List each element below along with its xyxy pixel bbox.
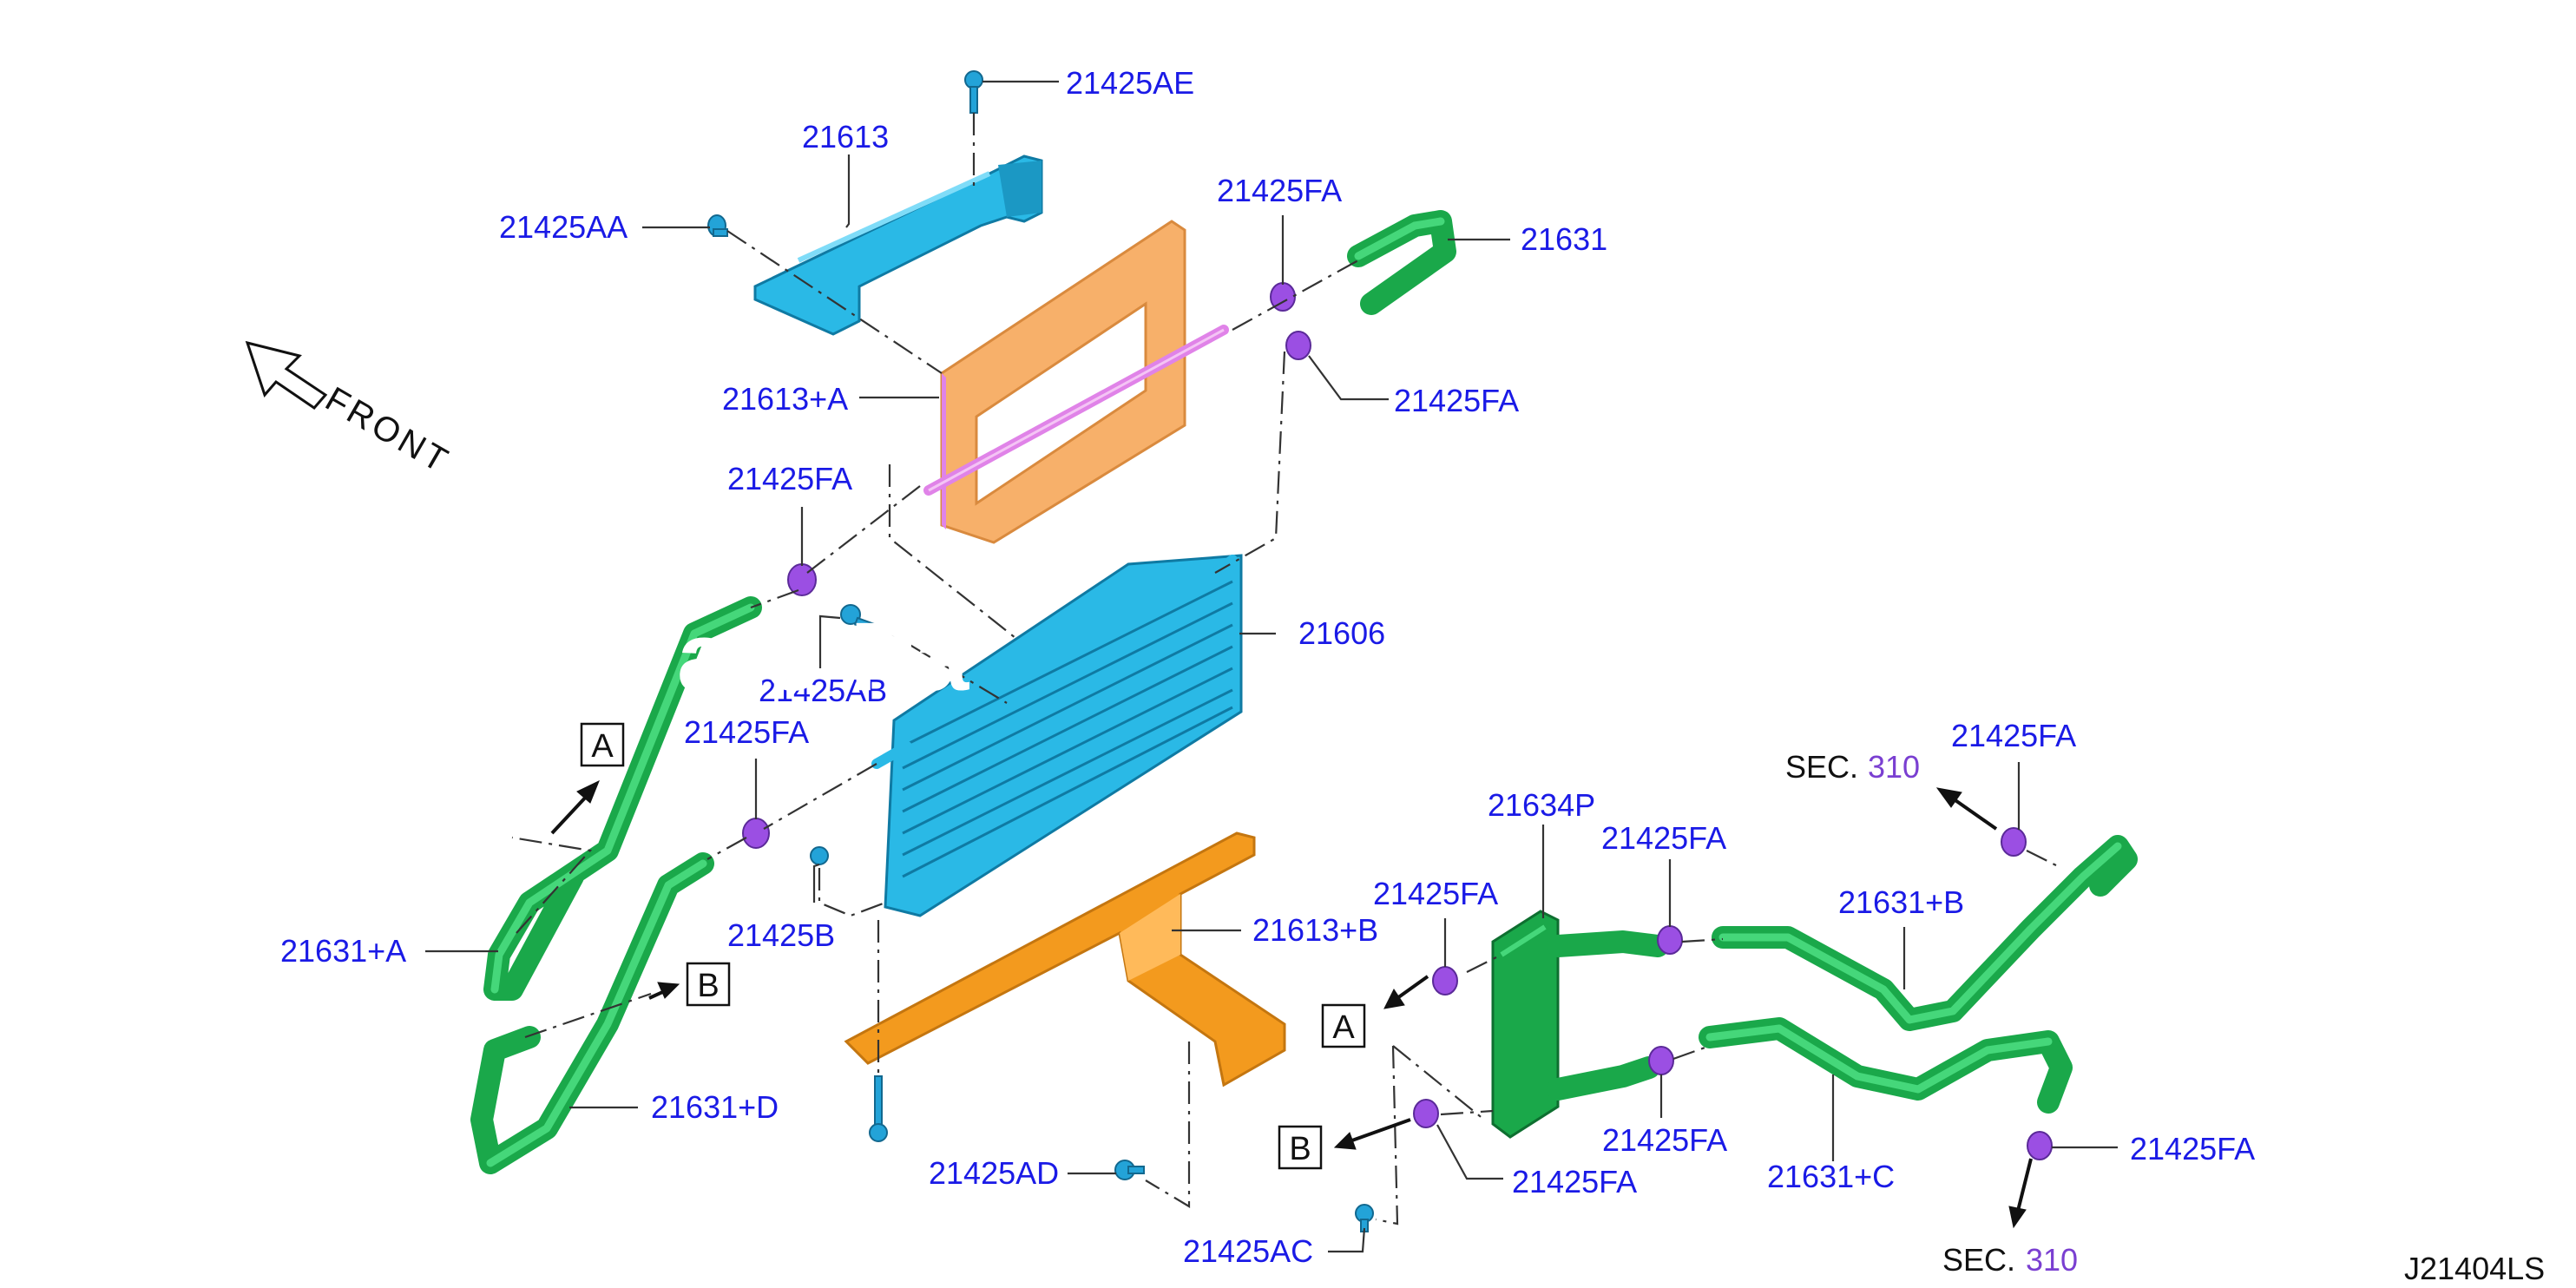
ref-box-B-left: B [686,962,731,1007]
watermark: ato Pa [677,602,969,711]
ref-box-A-left-letter: A [591,728,614,765]
clamp-icon-5 [1432,966,1458,996]
label-21425FA-r1[interactable]: 21425FA [1601,820,1726,856]
label-21631[interactable]: 21631 [1521,221,1607,257]
diagram-id: J21404LS [2404,1251,2545,1286]
label-21425FA-left2[interactable]: 21425FA [684,714,809,750]
clamp-icon-9 [2001,827,2027,857]
sec-number-1[interactable]: 310 [1868,749,1920,785]
label-21613B[interactable]: 21613+B [1252,912,1378,948]
front-label: FRONT [319,380,457,482]
label-21425AD[interactable]: 21425AD [929,1155,1059,1191]
label-21631B[interactable]: 21631+B [1838,884,1964,920]
ref-box-A-left: A [580,722,625,767]
ref-box-B-right-letter: B [1289,1131,1311,1167]
bolt-21425AD [1114,1160,1145,1180]
lower-bracket-21613B [844,831,1286,1088]
label-21425AA[interactable]: 21425AA [499,209,628,245]
label-21425B[interactable]: 21425B [727,917,835,953]
clamp-icon-7 [1648,1046,1674,1075]
label-21613[interactable]: 21613 [802,119,889,154]
bolt-21425AE [964,70,983,114]
label-21425AC[interactable]: 21425AC [1183,1233,1313,1269]
hose-21631C [1547,1017,2073,1114]
front-arrow-icon [245,340,328,410]
sec-ref-1[interactable]: SEC. 310 [1785,749,1920,785]
label-21425FA-top2[interactable]: 21425FA [1394,383,1519,418]
oil-cooler-21606 [871,554,1243,917]
hose-21631D [470,852,714,1174]
label-21634P[interactable]: 21634P [1488,787,1595,823]
bolt-21425AD-lower [869,1075,888,1142]
label-21631C[interactable]: 21631+C [1767,1159,1895,1194]
label-21425FA-r4[interactable]: 21425FA [1602,1122,1727,1158]
bolt-21425AC [1355,1204,1374,1232]
label-21425FA-top[interactable]: 21425FA [1217,173,1342,208]
label-21425FA-r5[interactable]: 21425FA [1512,1164,1637,1199]
clamp-icon-2 [1285,331,1311,360]
label-21606[interactable]: 21606 [1298,615,1385,651]
label-21425FA-r6[interactable]: 21425FA [2130,1131,2255,1166]
bolt-21425AB [840,604,877,633]
ref-box-B-left-letter: B [697,968,719,1004]
ref-box-A-right-letter: A [1332,1009,1355,1046]
upper-bracket-21613 [753,154,1043,336]
arrows [550,779,2033,1229]
label-21425AE[interactable]: 21425AE [1066,65,1194,101]
bolt-21425AA [707,214,728,237]
clamp-icon-8 [1413,1099,1439,1128]
sec-ref-2[interactable]: SEC. 310 [1942,1242,2078,1278]
sec-prefix-2: SEC. [1942,1242,2015,1278]
leader-lines [425,80,2118,1253]
clamp-icon-10 [2027,1131,2053,1160]
clamp-icon-4 [742,818,770,849]
ref-box-A-right: A [1321,1003,1366,1048]
part-labels: 21425AE 21613 21425AA 21425FA 21631 2142… [280,65,2255,1269]
label-21613A[interactable]: 21613+A [722,381,848,417]
label-21425AB[interactable]: 21425AB [759,673,887,708]
sec-number-2[interactable]: 310 [2026,1242,2078,1278]
sec-prefix-1: SEC. [1785,749,1858,785]
label-21631D[interactable]: 21631+D [651,1089,779,1125]
hose-21631A [483,596,762,1001]
label-21425FA-left1[interactable]: 21425FA [727,461,852,496]
hose-21631B [1547,835,2138,1031]
bracket-21634P [1491,910,1560,1139]
label-21425FA-r2[interactable]: 21425FA [1373,876,1498,911]
bolt-21425B [810,846,829,865]
label-21631A[interactable]: 21631+A [280,933,406,969]
hose-21631 [1347,210,1456,315]
assembly-lines [511,113,2062,1226]
ref-box-B-right: B [1278,1125,1323,1170]
clamp-icon-6 [1657,925,1683,955]
plate-21613A [923,220,1229,544]
label-21425FA-r3[interactable]: 21425FA [1951,718,2076,753]
